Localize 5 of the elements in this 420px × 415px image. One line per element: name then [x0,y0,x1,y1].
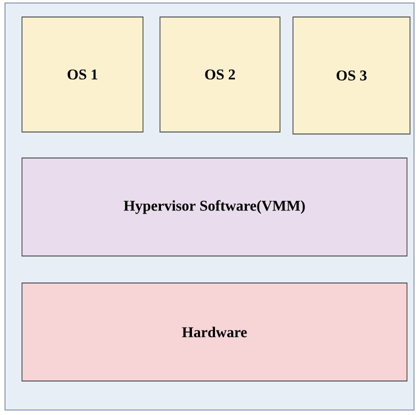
os-box: OS 3 [292,16,410,134]
os-box: OS 1 [22,16,144,132]
os-box: OS 2 [160,16,280,132]
layer-box: Hardware [22,282,408,382]
layer-box: Hypervisor Software(VMM) [22,158,408,256]
